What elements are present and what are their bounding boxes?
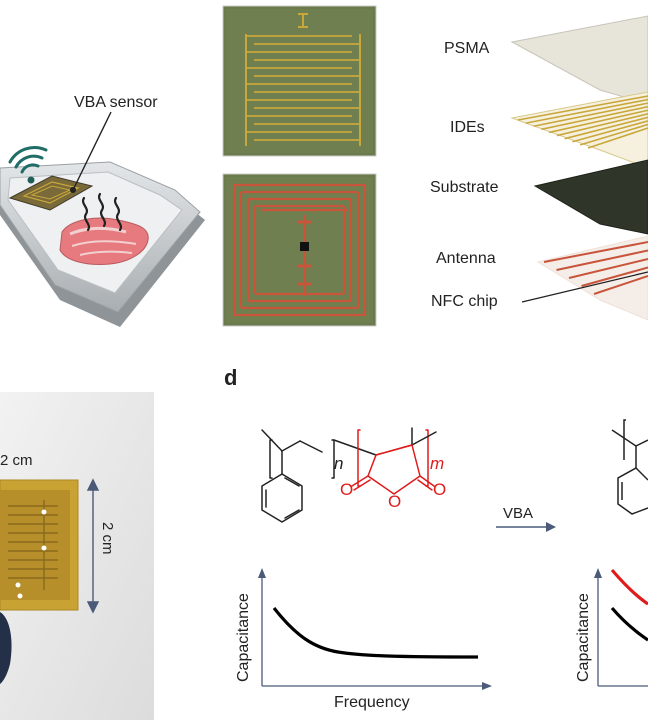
carbonyl-o-right: O (433, 480, 446, 499)
layer-label-antenna: Antenna (436, 250, 496, 267)
psma-structure (261, 427, 437, 523)
capacitance-plot-left (258, 568, 492, 690)
n-subscript: n (334, 454, 343, 473)
reaction-arrow-label: VBA (503, 505, 533, 522)
width-dimension-label: 2 cm (0, 452, 33, 469)
y-axis-label-capacitance-left: Capacitance (235, 593, 252, 682)
psma-layer (510, 15, 648, 105)
nfc-chip-leader (521, 271, 648, 303)
product-structure (611, 419, 648, 515)
layer-stack (510, 15, 648, 321)
tray-illustration: VBA sensor (0, 94, 205, 327)
probe-shadow (0, 612, 12, 684)
substrate-layer (533, 159, 648, 235)
layer-label-ides: IDEs (450, 119, 485, 136)
wireless-signal-icon (8, 146, 48, 184)
antenna-layer (536, 235, 648, 321)
sensor-photo (0, 392, 154, 720)
layer-label-psma: PSMA (444, 40, 490, 57)
y-axis-label-capacitance-right: Capacitance (575, 593, 592, 682)
meat-icon (59, 217, 149, 265)
layer-label-nfc-chip: NFC chip (431, 293, 498, 310)
capacitance-curve-right-red (610, 568, 648, 606)
nfc-chip-square (300, 242, 309, 251)
ide-fingers (245, 13, 361, 146)
vapor-icon (82, 192, 122, 232)
vba-sensor-label: VBA sensor (74, 94, 158, 111)
height-dimension-label: 2 cm (99, 522, 116, 555)
carbonyl-o-left: O (340, 480, 353, 499)
panel-d-letter: d (224, 365, 237, 390)
antenna-coil (232, 183, 367, 317)
capacitance-plot-right (594, 568, 648, 687)
m-subscript: m (430, 454, 444, 473)
ide-chip-photo (222, 5, 377, 157)
height-dimension-arrow (86, 478, 100, 614)
sensor-leader-line (72, 111, 112, 191)
capacitance-curve-right-black (610, 606, 648, 642)
capacitance-curve-left (272, 607, 479, 659)
layer-label-substrate: Substrate (430, 179, 499, 196)
x-axis-label-frequency: Frequency (334, 694, 410, 711)
reaction-arrow (496, 522, 556, 532)
antenna-chip-photo (222, 173, 377, 327)
ring-o: O (388, 492, 401, 511)
